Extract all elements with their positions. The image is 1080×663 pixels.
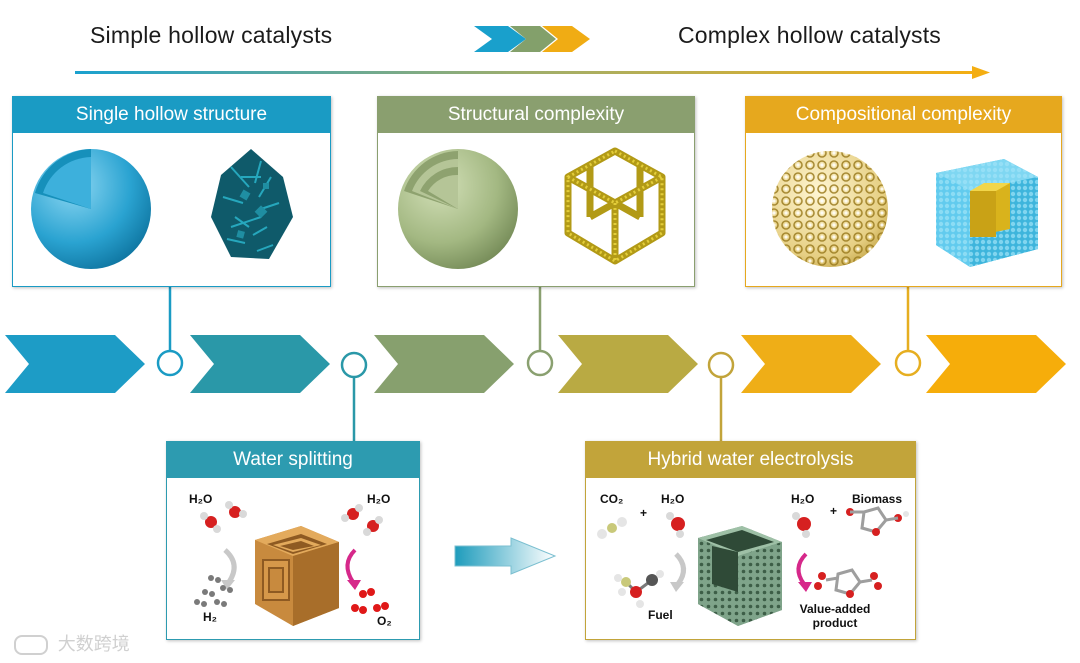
single-hollow-structure-panel: Single hollow structure <box>12 96 331 287</box>
water-splitting-illustration <box>194 501 389 626</box>
value-added-line1: Value-added <box>799 602 871 616</box>
structural-complexity-panel: Structural complexity <box>377 96 695 287</box>
multishell-sphere-image <box>398 149 518 269</box>
h2o-label-right: H₂O <box>791 492 815 506</box>
hybrid-water-electrolysis-panel: Hybrid water electrolysis CO₂ + H₂O H₂O … <box>585 441 916 640</box>
nanoframe-cage-image <box>564 147 666 265</box>
h2o-label-left: H₂O <box>661 492 685 506</box>
timeline-chevron-4 <box>558 335 698 393</box>
o2-label: O₂ <box>377 614 392 628</box>
fuel-label: Fuel <box>648 608 673 622</box>
panel-title: Hybrid water electrolysis <box>586 442 915 478</box>
timeline-chevron-6 <box>926 335 1066 393</box>
timeline-chevron-2 <box>190 335 330 393</box>
open-cube-shell-image <box>936 159 1038 267</box>
compositional-complexity-panel: Compositional complexity <box>745 96 1062 287</box>
h2-label: H₂ <box>203 610 217 624</box>
panel-title: Structural complexity <box>378 97 694 133</box>
value-added-line2: product <box>812 616 858 630</box>
co2-label: CO₂ <box>600 492 624 506</box>
value-added-label: Value-added product <box>790 602 880 630</box>
watermark: 大数跨境 <box>14 630 130 656</box>
watermark-text: 大数跨境 <box>57 634 130 655</box>
header-chevrons-icon <box>474 26 590 52</box>
simple-hollow-catalysts-title: Simple hollow catalysts <box>90 22 333 48</box>
complexity-gradient-arrow <box>75 66 990 79</box>
h2o-label-left: H₂O <box>189 492 213 506</box>
watermark-logo-icon <box>14 635 48 655</box>
panel-title: Compositional complexity <box>746 97 1061 133</box>
hybrid-electrolysis-illustration <box>597 506 909 626</box>
plus-sign-left: + <box>640 506 648 520</box>
h2o-label-right: H₂O <box>367 492 391 506</box>
timeline-chevron-5 <box>741 335 881 393</box>
complex-hollow-catalysts-title: Complex hollow catalysts <box>678 22 942 48</box>
panel-title: Single hollow structure <box>13 97 330 133</box>
timeline-chevron-1 <box>5 335 145 393</box>
panel-title: Water splitting <box>167 442 419 478</box>
plus-sign-right: + <box>830 504 838 518</box>
hollow-sphere-image <box>31 149 151 269</box>
decorated-sphere-image <box>772 151 888 267</box>
timeline-chevron-3 <box>374 335 514 393</box>
transition-arrow-icon <box>454 537 557 575</box>
nanoflake-aggregate-image <box>211 149 293 259</box>
biomass-label: Biomass <box>852 492 903 506</box>
water-splitting-panel: Water splitting H₂O H₂O H₂ O₂ <box>166 441 420 640</box>
